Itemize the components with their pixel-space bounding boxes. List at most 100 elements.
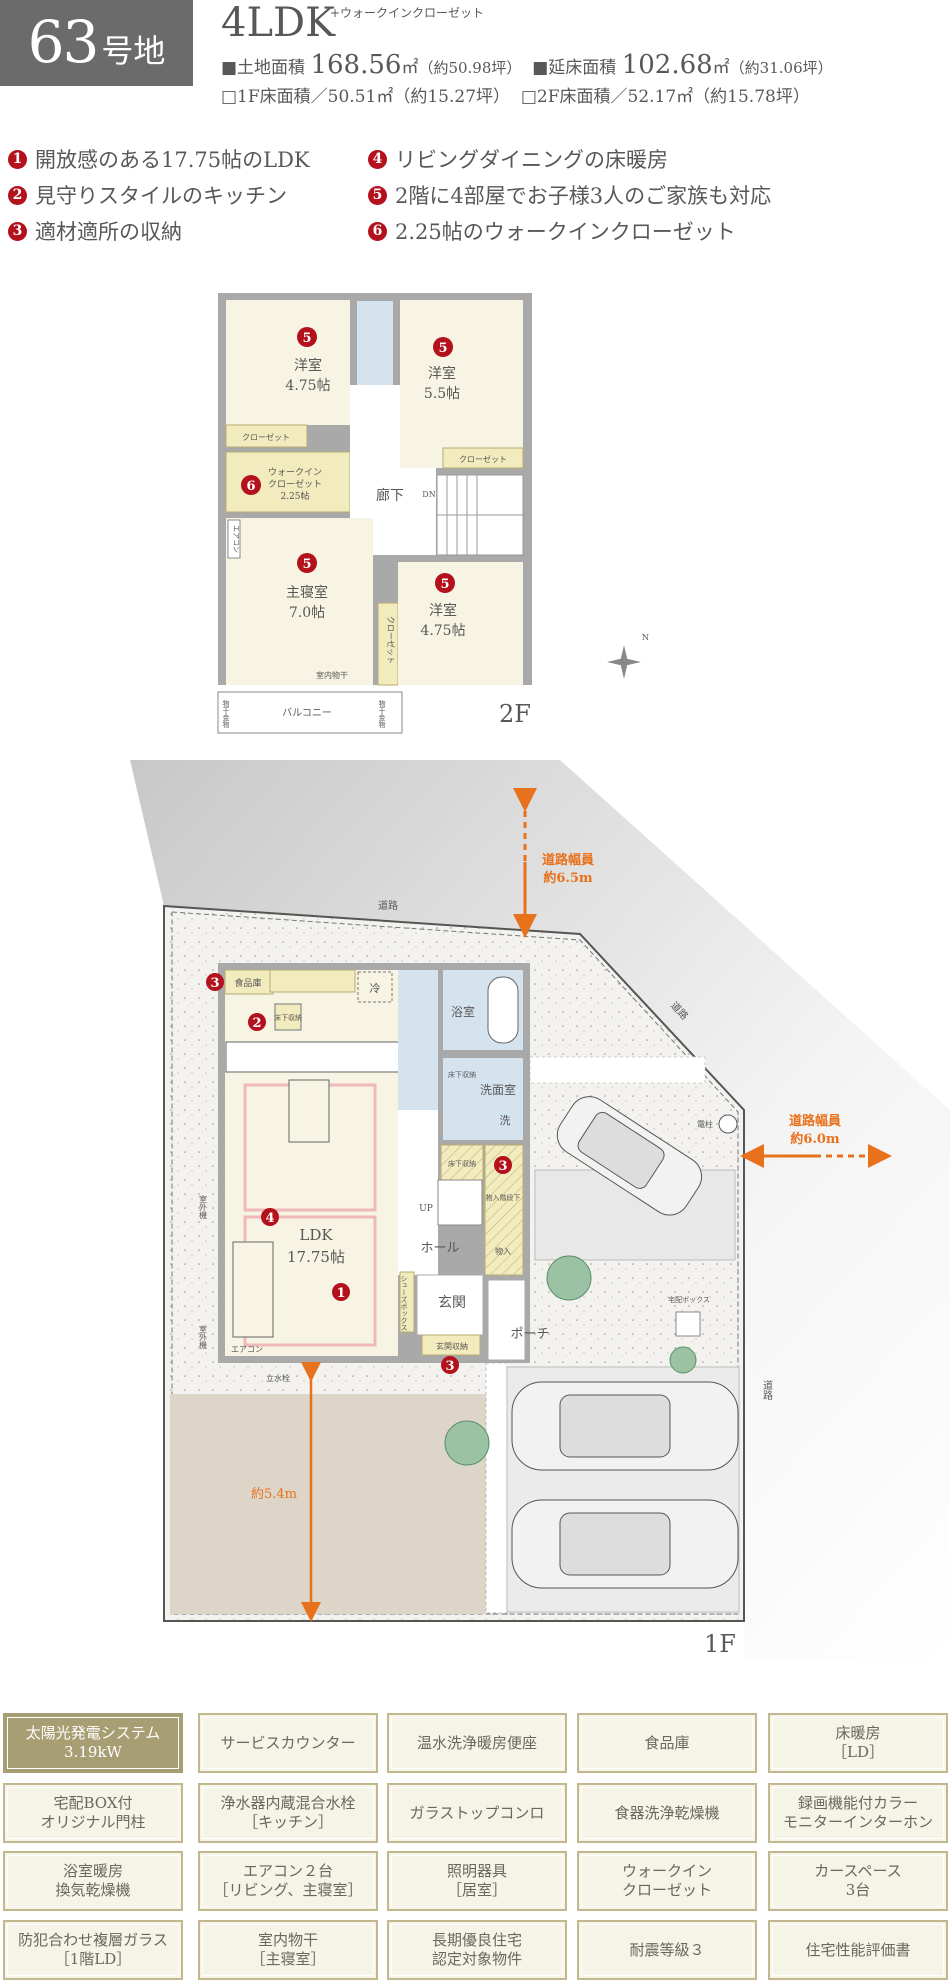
room-label: 主寝室 <box>286 584 328 601</box>
aircon-label: エアコン <box>232 525 240 553</box>
feature-text: リビングダイニングの床暖房 <box>395 148 668 172</box>
washroom-label: 洗面室 <box>480 1082 516 1097</box>
stair-dn-label: DN <box>422 490 435 499</box>
wic-label: ウォークイン <box>268 467 322 478</box>
shoebox-label: シューズボックス <box>400 1275 408 1331</box>
depth-label: 約5.4m <box>251 1487 297 1502</box>
equipment-item: エアコン２台 ［リビング、主寝室］ <box>198 1851 378 1911</box>
plan-1f: 食品庫 冷 床下収納 浴室 洗面室 洗 床下収納 床下収納 物入階段下 UP ホ… <box>130 760 950 1660</box>
pantry-label: 食品庫 <box>234 977 261 989</box>
indoor-dryer-label: 室内物干 <box>316 670 348 680</box>
car-icon <box>511 1381 739 1471</box>
porch-label: ポーチ <box>510 1327 549 1342</box>
room-label: 洋室 <box>428 365 456 382</box>
closet-label: クローゼット <box>386 616 396 664</box>
tree-icon <box>444 1255 697 1466</box>
2f-area: □2F床面積／52.17㎡（約15.78坪） <box>520 87 810 107</box>
equipment-item: 食器洗浄乾燥機 <box>577 1783 757 1843</box>
svg-text:3: 3 <box>445 1359 454 1374</box>
badge-3: 3 <box>494 1156 512 1174</box>
room-label: 洋室 <box>294 357 322 374</box>
svg-text:5: 5 <box>440 577 449 592</box>
feature-item: 6 2.25帖のウォークインクローゼット <box>368 216 736 246</box>
feature-text: 2.25帖のウォークインクローゼット <box>395 220 736 244</box>
area-summary: ■土地面積 168.56㎡（約50.98坪） ■延床面積 102.68㎡（約31… <box>221 50 833 80</box>
hanger-label: 物干金物 <box>222 699 230 729</box>
room-size: 7.0帖 <box>289 605 325 621</box>
equipment-item: 室内物干 ［主寝室］ <box>198 1920 378 1980</box>
plan-2f: 洋室 4.75帖 洋室 5.5帖 主寝室 7.0帖 洋室 4.75帖 クローゼッ… <box>217 293 649 734</box>
svg-text:3: 3 <box>210 976 219 991</box>
storage-label: 物入 <box>495 1246 511 1256</box>
equipment-item: カースペース 3台 <box>768 1851 948 1911</box>
equipment-item: 温水洗浄暖房便座 <box>387 1713 567 1773</box>
car-icon <box>556 1096 703 1216</box>
feature-text: 見守りスタイルのキッチン <box>35 184 287 208</box>
feature-number: 1 <box>8 149 27 169</box>
feature-text: 2階に4部屋でお子様3人のご家族も対応 <box>395 184 772 208</box>
equipment-item: サービスカウンター <box>198 1713 378 1773</box>
underfloor-storage-label: 床下収納 <box>448 1070 476 1079</box>
lot-number: 63 <box>27 8 100 76</box>
outdoor-unit-label: 室外機 <box>199 1324 208 1350</box>
delivery-box-label: 宅配ボックス <box>668 1295 710 1304</box>
floor-plans: 洋室 4.75帖 洋室 5.5帖 主寝室 7.0帖 洋室 4.75帖 クローゼッ… <box>130 293 950 1660</box>
1f-area: □1F床面積／50.51㎡（約15.27坪） <box>221 87 511 107</box>
floor-label-1f: 1F <box>704 1630 736 1658</box>
feature-number: 5 <box>368 185 387 205</box>
road-label-east: 道路 <box>761 1379 773 1401</box>
feature-item: 2 見守りスタイルのキッチン <box>8 180 287 210</box>
badge-5: 5 <box>297 327 317 347</box>
badge-3: 3 <box>441 1356 459 1374</box>
badge-4: 4 <box>261 1208 279 1226</box>
badge-3: 3 <box>206 973 224 991</box>
svg-text:1: 1 <box>336 1286 345 1301</box>
equipment-item: 録画機能付カラー モニターインターホン <box>768 1783 948 1843</box>
feature-number: 6 <box>368 221 387 241</box>
compass-icon: N <box>607 633 649 679</box>
ldk-label: LDK <box>299 1226 333 1244</box>
outdoor-unit-label: 室外機 <box>199 1194 208 1220</box>
equipment-item: 浴室暖房 換気乾燥機 <box>3 1851 183 1911</box>
svg-text:5: 5 <box>438 341 447 356</box>
room-size: 5.5帖 <box>424 386 460 402</box>
equipment-item: ウォークイン クローゼット <box>577 1851 757 1911</box>
washer-label: 洗 <box>500 1114 511 1127</box>
badge-2: 2 <box>248 1013 266 1031</box>
bathtub-icon <box>487 976 519 1044</box>
badge-5: 5 <box>435 573 455 593</box>
room-size: 4.75帖 <box>420 623 465 639</box>
balcony-label: バルコニー <box>282 707 332 719</box>
hanger-label: 物干金物 <box>378 699 386 729</box>
faucet-label: 立水栓 <box>266 1373 290 1383</box>
sofa-icon <box>232 1241 274 1338</box>
car-icon <box>511 1499 739 1589</box>
floor-label-2f: 2F <box>499 700 531 728</box>
hall-label: ホール <box>420 1241 459 1256</box>
land-area-value: 168.56 <box>310 50 402 80</box>
feature-number: 2 <box>8 185 27 205</box>
svg-text:5: 5 <box>302 557 311 572</box>
floor-area-label: ■延床面積 <box>532 58 617 78</box>
equipment-item: ガラストップコンロ <box>387 1783 567 1843</box>
underfloor-storage-label: 床下収納 <box>274 1013 302 1022</box>
entrance-storage-label: 玄関収納 <box>436 1341 468 1351</box>
land-area-unit: ㎡ <box>401 58 419 78</box>
land-area-tsubo: （約50.98坪） <box>418 59 522 77</box>
aircon-label: エアコン <box>231 1345 263 1354</box>
svg-text:6: 6 <box>246 479 255 494</box>
hall-label: 廊下 <box>376 487 404 504</box>
equipment-item: 長期優良住宅 認定対象物件 <box>387 1920 567 1980</box>
wic-label: クローゼット <box>268 478 322 490</box>
floor-area-value: 102.68 <box>621 50 713 80</box>
fridge-label: 冷 <box>370 982 381 995</box>
lot-suffix: 号地 <box>101 32 166 70</box>
underfloor-storage-label: 床下収納 <box>448 1159 476 1168</box>
land-area-label: ■土地面積 <box>221 58 306 78</box>
road-label-north: 道路 <box>378 899 398 912</box>
equipment-item: 照明器具 ［居室］ <box>387 1851 567 1911</box>
feature-text: 適材適所の収納 <box>35 220 182 244</box>
